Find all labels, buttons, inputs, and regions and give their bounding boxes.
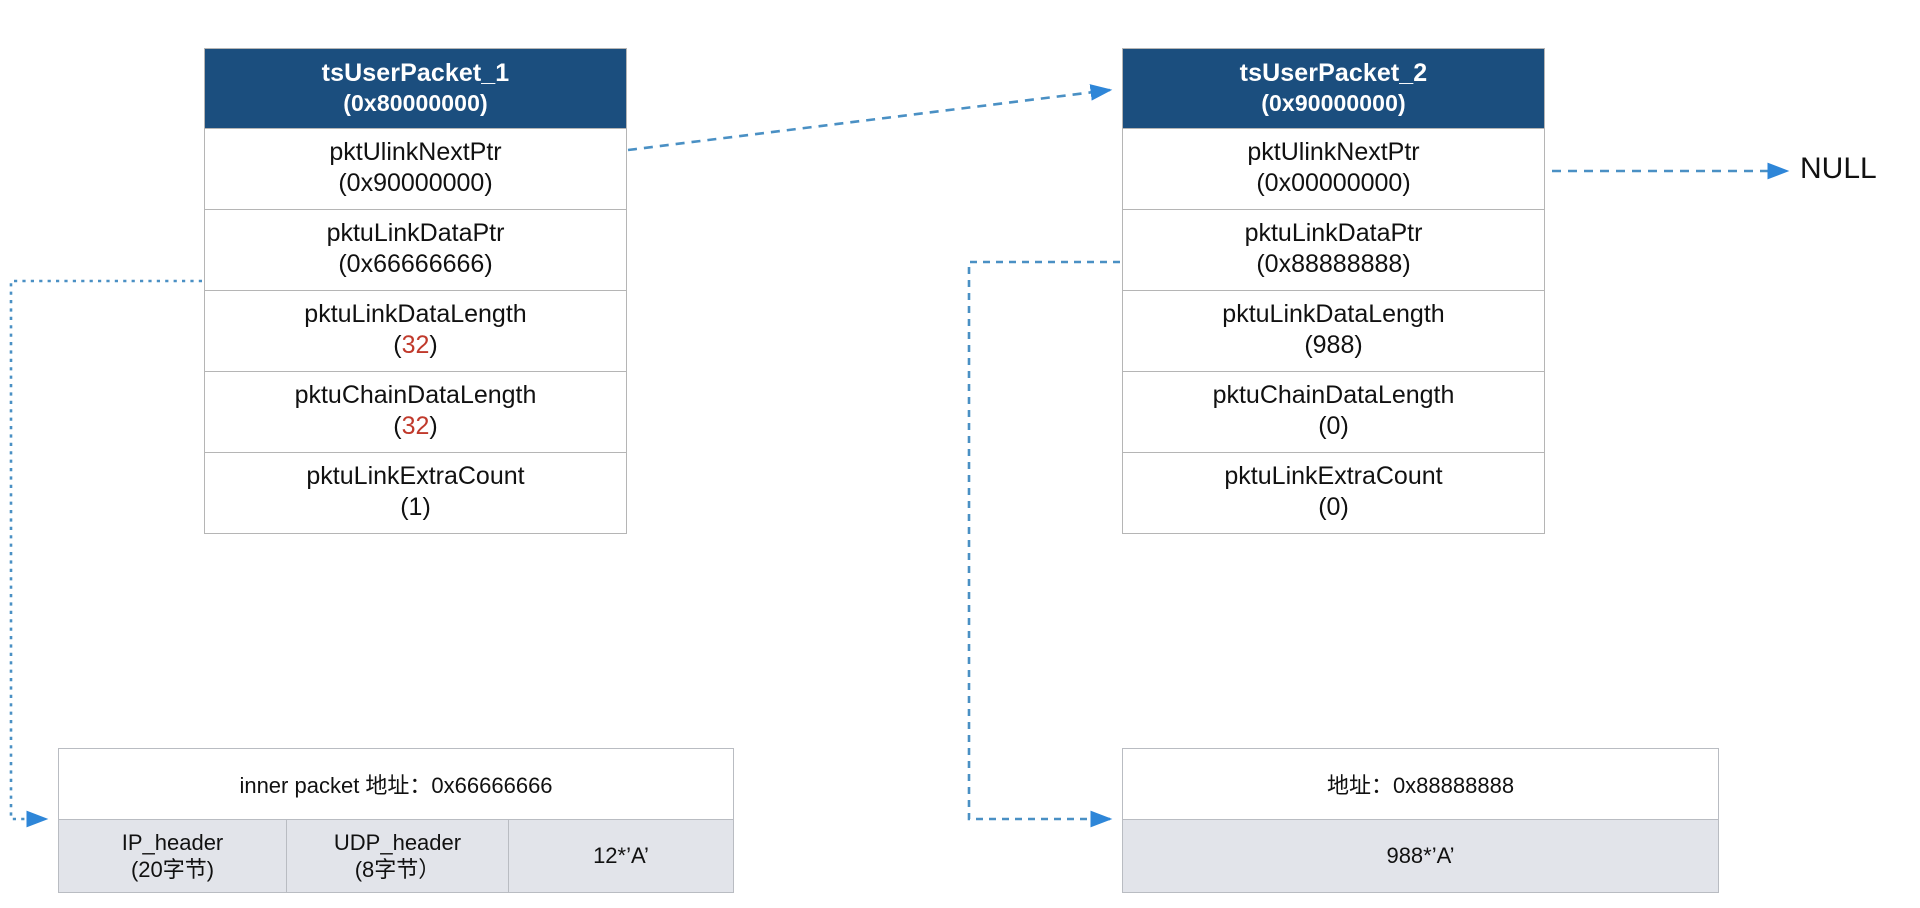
struct2-title: tsUserPacket_2 (1239, 59, 1428, 87)
buffer1-cell-ip-header: IP_header (20字节) (59, 820, 286, 892)
buffer1-cells: IP_header (20字节) UDP_header (8字节） 12*’A’ (59, 819, 733, 892)
struct2-field-1-value: (0x88888888) (1256, 249, 1411, 278)
buffer2-cell-payload: 988*’A’ (1123, 820, 1718, 892)
buffer2-cells: 988*’A’ (1123, 819, 1718, 892)
struct-tsuserpacket-2: tsUserPacket_2 (0x90000000) pktUlinkNext… (1122, 48, 1545, 534)
connector-data-ptr-p2-to-buffer2 (967, 260, 1120, 828)
struct1-address: (0x80000000) (343, 89, 488, 116)
struct2-field-pktulinknextptr: pktUlinkNextPtr (0x00000000) (1123, 127, 1544, 209)
buffer1-cell-1-line2: (8字节） (354, 857, 441, 882)
buffer2-cell-0-line1: 988*’A’ (1386, 843, 1455, 869)
struct1-field-pktulinkdatalength: pktuLinkDataLength (32) (205, 289, 626, 371)
struct2-field-4-value: (0) (1318, 492, 1349, 521)
buffer1-cell-2-line1: 12*’A’ (593, 843, 649, 869)
struct2-field-pktulinkextracount: pktuLinkExtraCount (0) (1123, 451, 1544, 533)
buffer1-cell-1-line1: UDP_header (333, 829, 462, 855)
struct1-field-4-label: pktuLinkExtraCount (306, 461, 525, 490)
buffer1-caption: inner packet 地址：0x66666666 (239, 773, 553, 798)
struct2-field-0-value: (0x00000000) (1256, 168, 1411, 197)
struct1-field-pktulinknextptr: pktUlinkNextPtr (0x90000000) (205, 127, 626, 209)
struct1-field-pktuchaindatalength: pktuChainDataLength (32) (205, 370, 626, 452)
memory-buffer-1: inner packet 地址：0x66666666 IP_header (20… (58, 748, 734, 893)
memory-buffer-2: 地址：0x88888888 988*’A’ (1122, 748, 1719, 893)
buffer1-cell-udp-header: UDP_header (8字节） (286, 820, 508, 892)
struct2-field-3-value: (0) (1318, 411, 1349, 440)
buffer2-caption: 地址：0x88888888 (1326, 773, 1515, 798)
struct1-field-0-label: pktUlinkNextPtr (329, 137, 502, 166)
struct2-field-1-label: pktuLinkDataPtr (1244, 218, 1423, 247)
connector-next-ptr-p1-to-p2 (627, 84, 1113, 152)
struct1-field-pktulinkextracount: pktuLinkExtraCount (1) (205, 451, 626, 533)
struct2-address: (0x90000000) (1261, 89, 1406, 116)
struct2-field-0-label: pktUlinkNextPtr (1247, 137, 1420, 166)
struct1-field-1-label: pktuLinkDataPtr (326, 218, 505, 247)
struct1-field-2-value: (32) (393, 330, 438, 359)
struct1-field-0-value: (0x90000000) (338, 168, 493, 197)
struct2-field-4-label: pktuLinkExtraCount (1224, 461, 1443, 490)
struct-tsuserpacket-1: tsUserPacket_1 (0x80000000) pktUlinkNext… (204, 48, 627, 534)
struct2-field-2-label: pktuLinkDataLength (1222, 299, 1445, 328)
struct1-title: tsUserPacket_1 (321, 59, 510, 87)
struct2-field-3-label: pktuChainDataLength (1212, 380, 1455, 409)
struct1-header: tsUserPacket_1 (0x80000000) (205, 49, 626, 128)
struct2-field-pktuchaindatalength: pktuChainDataLength (0) (1123, 370, 1544, 452)
struct2-field-pktulinkdatalength: pktuLinkDataLength (988) (1123, 289, 1544, 371)
struct1-field-2-label: pktuLinkDataLength (304, 299, 527, 328)
struct2-field-2-value: (988) (1304, 330, 1363, 359)
struct2-header: tsUserPacket_2 (0x90000000) (1123, 49, 1544, 128)
null-label: NULL (1800, 152, 1877, 185)
connector-data-ptr-p1-to-buffer1 (9, 279, 202, 828)
struct1-field-3-value: (32) (393, 411, 438, 440)
struct2-field-pktulinkdataptr: pktuLinkDataPtr (0x88888888) (1123, 208, 1544, 290)
struct1-field-1-value: (0x66666666) (338, 249, 493, 278)
struct1-field-4-value: (1) (400, 492, 431, 521)
buffer1-cell-0-line2: (20字节) (130, 857, 215, 882)
buffer1-cell-0-line1: IP_header (121, 829, 224, 855)
buffer1-cell-payload: 12*’A’ (508, 820, 733, 892)
struct1-field-3-label: pktuChainDataLength (294, 380, 537, 409)
struct1-field-pktulinkdataptr: pktuLinkDataPtr (0x66666666) (205, 208, 626, 290)
